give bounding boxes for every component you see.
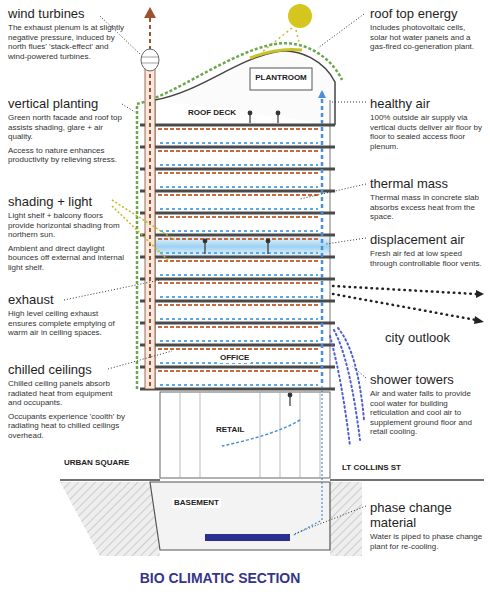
part-label: LT COLLINS ST: [340, 463, 403, 473]
callout-heading: thermal mass: [370, 176, 484, 191]
shower-water: [338, 328, 364, 420]
part-label: PLANTROOM: [253, 73, 309, 83]
leader-line: [318, 14, 364, 48]
person: [289, 397, 290, 406]
roof-outline: [155, 51, 335, 125]
callout-text: Fresh air fed at low speed through contr…: [370, 249, 484, 268]
floor-slab: [140, 125, 335, 389]
phase-change-tank: [205, 534, 290, 541]
occupants: [203, 111, 292, 406]
person: [248, 111, 252, 115]
callout-heading: chilled ceilings: [8, 362, 126, 377]
shower-water: [330, 336, 350, 446]
callout-text: Access to nature enhances productivity b…: [8, 146, 126, 165]
basement-outline: [150, 482, 330, 550]
view-line: [333, 286, 476, 320]
exhaust-arrow: [144, 7, 156, 18]
wind-turbine: [141, 49, 159, 71]
part-label: BASEMENT: [172, 498, 221, 508]
leader-line: [352, 366, 366, 378]
person: [249, 115, 250, 123]
callout-text: Thermal mass in concrete slab absorbs ex…: [370, 193, 484, 222]
diagram-title: BIO CLIMATIC SECTION: [100, 570, 340, 587]
leader-line: [326, 238, 366, 244]
mullion: [180, 392, 320, 478]
person: [288, 393, 292, 397]
ground-line: [60, 479, 484, 481]
callout-heading: vertical planting: [8, 96, 126, 111]
leader-line: [122, 104, 135, 112]
callout-text: Occupants experience 'coolth' by radiati…: [8, 412, 126, 441]
view-arrow: [476, 290, 484, 298]
person: [203, 239, 207, 243]
callout-text: Light shelf + balcony floors provide hor…: [8, 211, 126, 240]
earth: [330, 482, 362, 556]
callout-heading: phase change material: [370, 500, 484, 530]
part-label: ROOF DECK: [186, 108, 238, 118]
turbine-vane: [142, 57, 158, 63]
part-label: RETAIL: [214, 425, 246, 435]
leader-line: [294, 506, 366, 534]
duct-arrow: [318, 90, 326, 98]
displacement-air: [160, 143, 318, 385]
callout-heading: shading + light: [8, 194, 126, 209]
exhaust-flow: [149, 18, 151, 386]
person: [276, 111, 280, 115]
callout-heading: wind turbines: [8, 6, 126, 21]
daylight-rays: [112, 200, 175, 262]
callout-text: Green north facade and roof top assists …: [8, 113, 126, 142]
callout-heading: displacement air: [370, 232, 484, 247]
vertical-planting: [137, 43, 342, 389]
callout-text: Includes photovoltaic cells, solar hot w…: [370, 23, 484, 52]
person: [204, 243, 205, 254]
part-label: OFFICE: [218, 353, 251, 363]
callout-text: Chilled ceiling panels absorb radiated h…: [8, 379, 126, 408]
person: [277, 115, 278, 123]
leader-line: [332, 102, 366, 103]
plantroom-box: [250, 68, 312, 90]
leader-line: [64, 280, 160, 300]
callout-text: 100% outside air supply via vertical duc…: [370, 113, 484, 151]
person: [266, 239, 270, 243]
leader-line: [300, 184, 366, 199]
callout-text: Air and water falls to provide cool wate…: [370, 389, 484, 437]
callout-heading: city outlook: [385, 330, 480, 345]
supply-duct: [321, 92, 324, 386]
daylight-ray: [112, 200, 175, 240]
earth: [60, 482, 160, 556]
callout-text: Ambient and direct daylight bounces off …: [8, 244, 126, 273]
callout-heading: shower towers: [370, 372, 484, 387]
solar-panels: [250, 49, 302, 58]
callout-text: High level ceiling exhaust ensures compl…: [8, 309, 126, 338]
sun: [288, 4, 312, 28]
callout-heading: roof top energy: [370, 6, 484, 21]
view-arrow: [474, 316, 484, 324]
leader-lines: [64, 14, 366, 534]
water-pipe: [292, 386, 322, 536]
part-label: URBAN SQUARE: [62, 458, 131, 468]
callout-heading: exhaust: [8, 292, 126, 307]
person: [267, 243, 268, 254]
callout-text: The exhaust plenum is at slightly negati…: [8, 23, 126, 61]
leader-line: [108, 351, 172, 369]
callout-text: Water is piped to phase change plant for…: [370, 532, 484, 551]
callout-heading: healthy air: [370, 96, 484, 111]
retail-storefront: [160, 392, 330, 478]
